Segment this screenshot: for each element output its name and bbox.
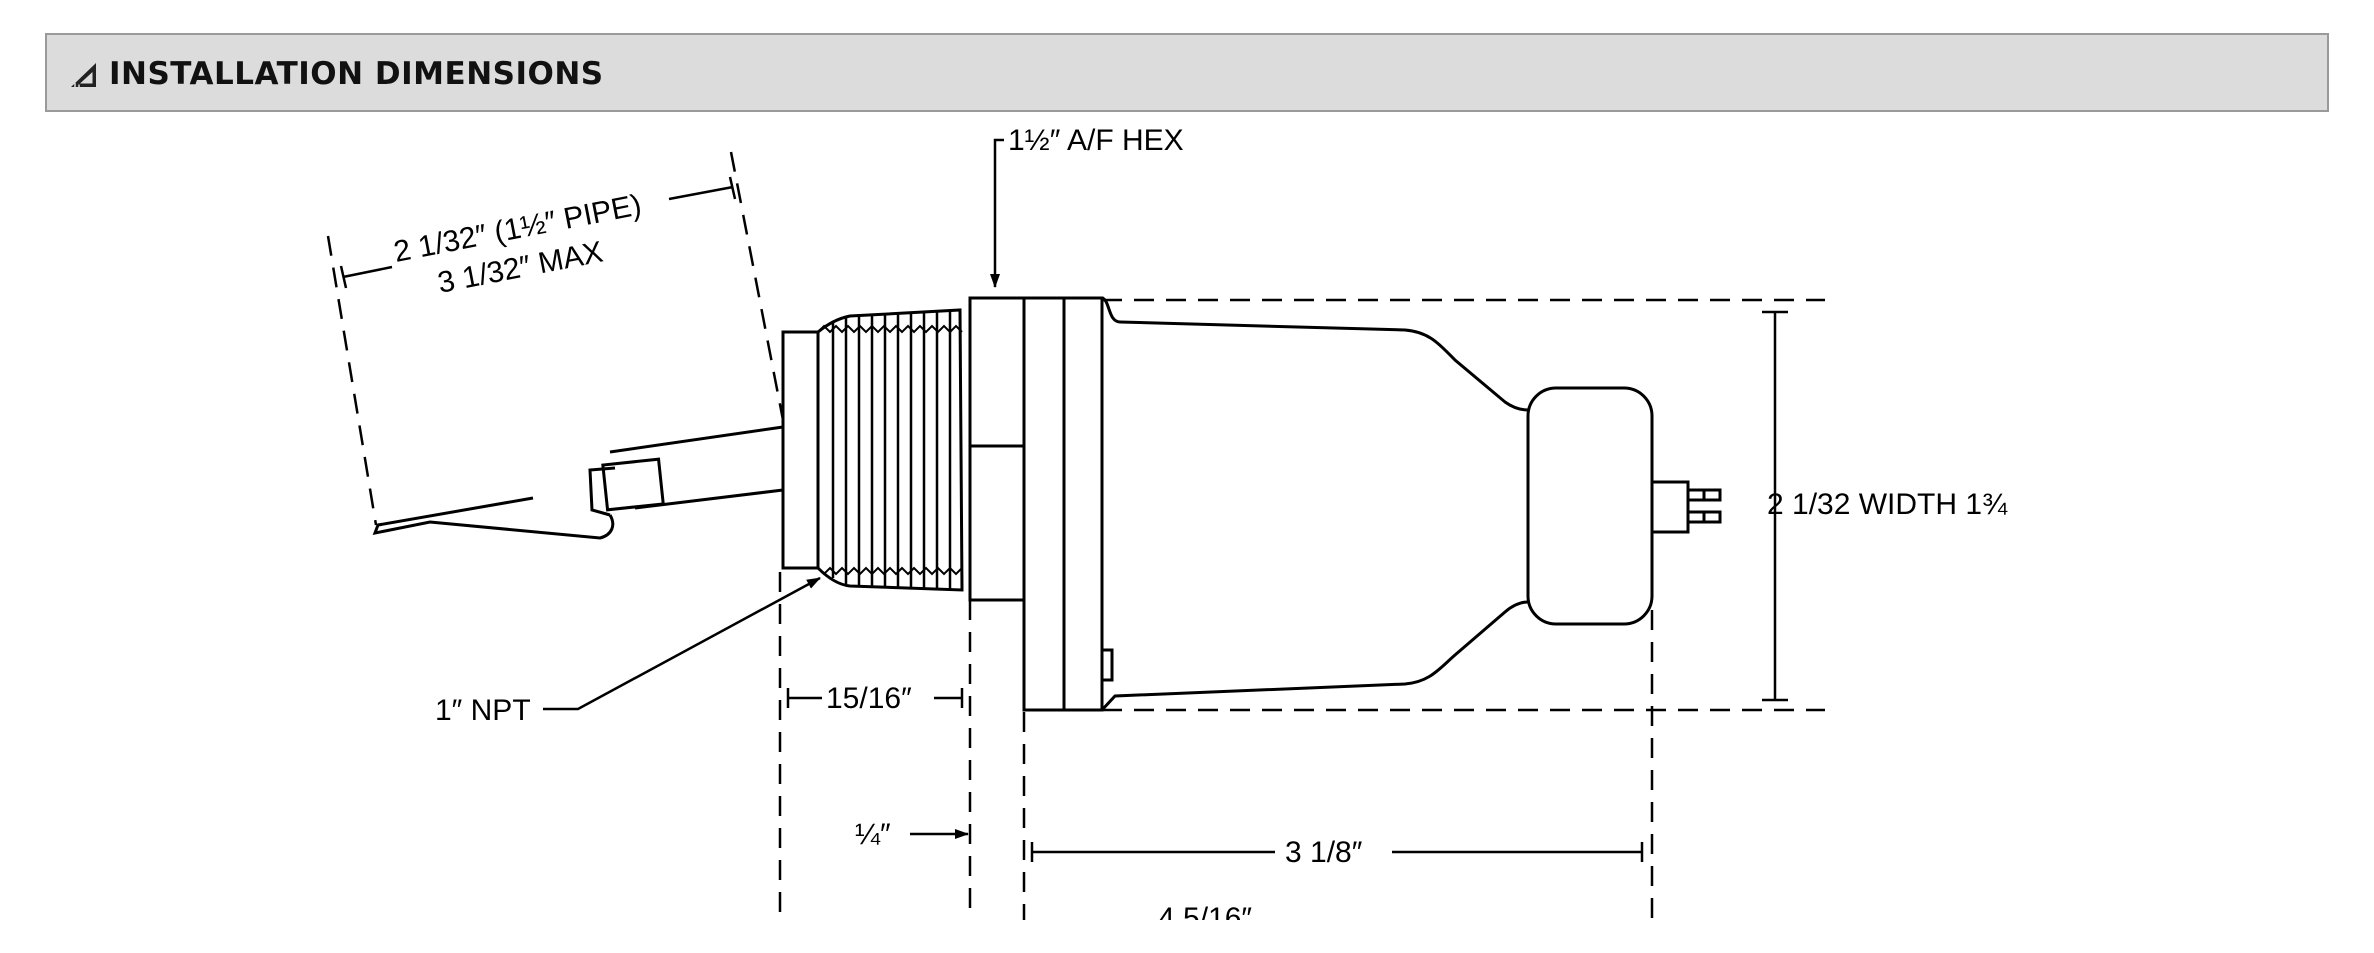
dimension-labels: 1½″ A/F HEX 2 1/32″ (1½″ PIPE) 3 1/32″ M… bbox=[391, 124, 2008, 935]
npt-label: 1″ NPT bbox=[435, 694, 531, 727]
dimension-arrows bbox=[339, 138, 1788, 862]
body-length-label: 3 1/8″ bbox=[1285, 836, 1363, 869]
hex-label: 1½″ A/F HEX bbox=[1008, 124, 1184, 157]
quarter-inch-label: ¼″ bbox=[855, 818, 891, 851]
section-title: INSTALLATION DIMENSIONS bbox=[109, 56, 604, 92]
thread-length-label: 15/16″ bbox=[826, 682, 912, 715]
triangle-ruler-icon bbox=[71, 63, 96, 87]
height-width-label: 2 1/32 WIDTH 1¾ bbox=[1767, 488, 2008, 521]
dimension-lines bbox=[326, 151, 1825, 920]
section-header: INSTALLATION DIMENSIONS bbox=[45, 33, 2329, 112]
sensor-outline bbox=[372, 296, 1722, 712]
